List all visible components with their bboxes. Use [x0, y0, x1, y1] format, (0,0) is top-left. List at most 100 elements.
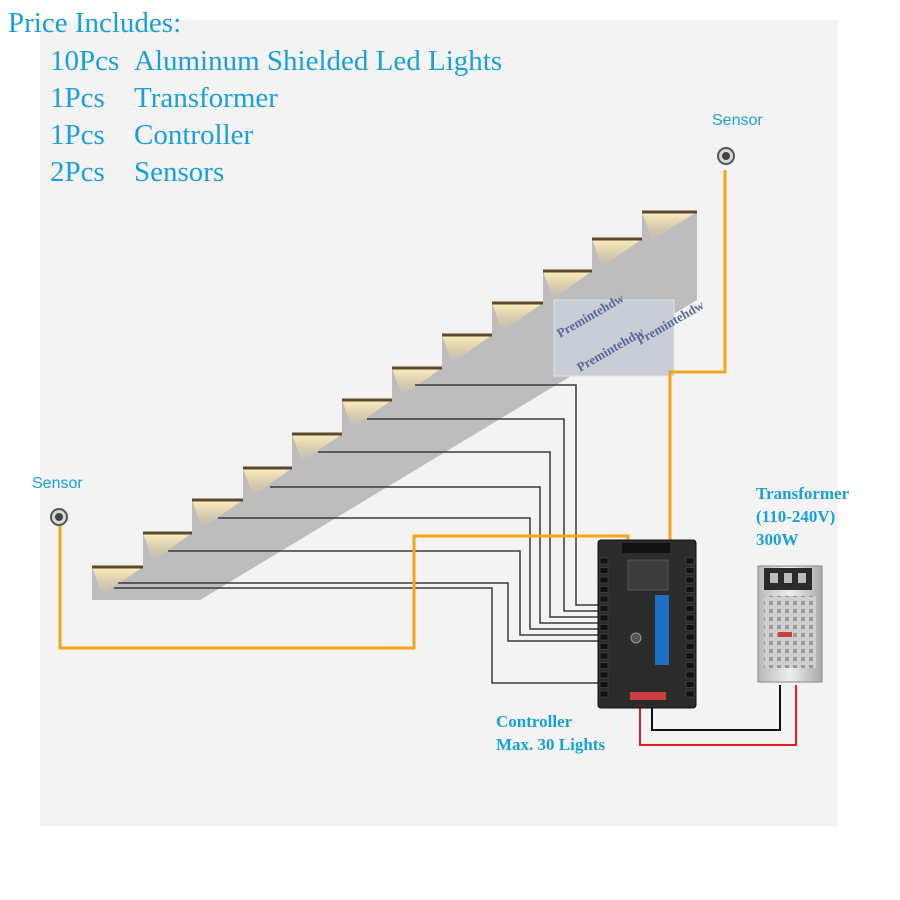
led-glow [642, 212, 697, 240]
transformer-voltage: (110-240V) [756, 507, 836, 526]
controller-pin [685, 557, 695, 565]
controller-pin [599, 690, 609, 698]
package-item-qty: 2Pcs [50, 156, 105, 188]
led-glow [442, 335, 492, 363]
controller-pin [685, 595, 695, 603]
sensor-top [717, 147, 735, 165]
controller-pin [685, 662, 695, 669]
controller-device [597, 539, 697, 709]
controller-pin [599, 633, 609, 641]
transformer-led [778, 632, 792, 637]
controller-body [597, 539, 697, 709]
package-item: 1Pcs Transformer [0, 81, 600, 115]
controller-pin [599, 614, 609, 622]
controller-pin [685, 576, 695, 584]
transformer-screw [770, 573, 778, 583]
control-wire [415, 384, 602, 606]
sensor-top-label: Sensor [712, 112, 763, 129]
controller-red-badge [630, 692, 666, 700]
controller-pin [599, 652, 609, 660]
power-wires [639, 685, 797, 746]
controller-pin [685, 690, 695, 698]
sensor-bottom [50, 508, 68, 526]
controller-pin [685, 614, 695, 622]
power-wire-negative [651, 685, 781, 731]
transformer-screw [798, 573, 806, 583]
controller-pin [599, 605, 609, 612]
controller-pins [599, 557, 695, 698]
control-wire [118, 582, 602, 642]
sensor-wire-bottom [58, 522, 630, 650]
step-edges [92, 210, 697, 595]
led-glow [192, 500, 243, 528]
controller-pin [599, 643, 609, 650]
led-glow [292, 434, 342, 462]
controller-pin [599, 662, 609, 669]
sensor-wire-top [668, 170, 727, 540]
controller-pin [599, 586, 609, 593]
led-glow [592, 239, 642, 267]
controller-pin [599, 671, 609, 679]
controller-capacity: Max. 30 Lights [496, 735, 606, 754]
controller-pin [685, 624, 695, 631]
staircase [92, 210, 697, 600]
led-glow [342, 400, 392, 428]
controller-pin [599, 557, 609, 565]
watermark-panel [553, 299, 675, 377]
controller-pin [599, 681, 609, 688]
transformer-label: Transformer (110-240V) 300W [756, 482, 849, 551]
controller-blue-label [655, 595, 669, 665]
package-item: 10Pcs Aluminum Shielded Led Lights [0, 44, 600, 78]
package-item-name: Aluminum Shielded Led Lights [134, 45, 503, 77]
package-item-qty: 1Pcs [50, 119, 105, 151]
controller-pin [685, 567, 695, 574]
controller-pin [685, 652, 695, 660]
power-wire-positive [639, 685, 797, 746]
led-glow [392, 368, 442, 396]
controller-pin [599, 624, 609, 631]
control-wire [218, 517, 602, 630]
package-item-name: Sensors [134, 156, 225, 188]
package-item: 2Pcs Sensors [0, 155, 600, 189]
package-item-qty: 10Pcs [50, 45, 120, 77]
package-item-name: Controller [134, 119, 254, 151]
controller-pin [685, 586, 695, 593]
led-glow [143, 533, 192, 561]
package-heading: Price Includes: [8, 7, 182, 39]
control-wire [270, 486, 602, 624]
control-wire [114, 587, 602, 684]
staircase-body [92, 212, 697, 600]
controller-label: Controller Max. 30 Lights [496, 710, 605, 756]
controller-label-plate [627, 559, 669, 591]
controller-pin [685, 643, 695, 650]
controller-pin [685, 671, 695, 679]
controller-pin [599, 595, 609, 603]
sensor-lens [55, 513, 63, 521]
transformer-device [757, 565, 823, 683]
package-item-name: Transformer [134, 82, 278, 114]
package-item-qty: 1Pcs [50, 82, 105, 114]
transformer-title: Transformer [756, 484, 850, 503]
controller-pin [685, 681, 695, 688]
led-glow [243, 468, 292, 496]
controller-pin [685, 633, 695, 641]
controller-title: Controller [496, 712, 573, 731]
package-item: 1Pcs Controller [0, 118, 600, 152]
control-wire [367, 418, 602, 612]
controller-pin [599, 567, 609, 574]
controller-dial-icon [630, 632, 642, 644]
sensor-wires [58, 170, 727, 650]
control-wire [168, 550, 602, 636]
led-glow [543, 271, 592, 299]
led-glow [92, 567, 143, 595]
transformer-power: 300W [756, 530, 799, 549]
controller-pin [685, 605, 695, 612]
sensor-lens [722, 152, 730, 160]
led-glow [492, 303, 543, 331]
controller-pin [599, 576, 609, 584]
sensor-bottom-label: Sensor [32, 475, 83, 492]
transformer-screw [784, 573, 792, 583]
controller-top-terminal [622, 543, 670, 553]
